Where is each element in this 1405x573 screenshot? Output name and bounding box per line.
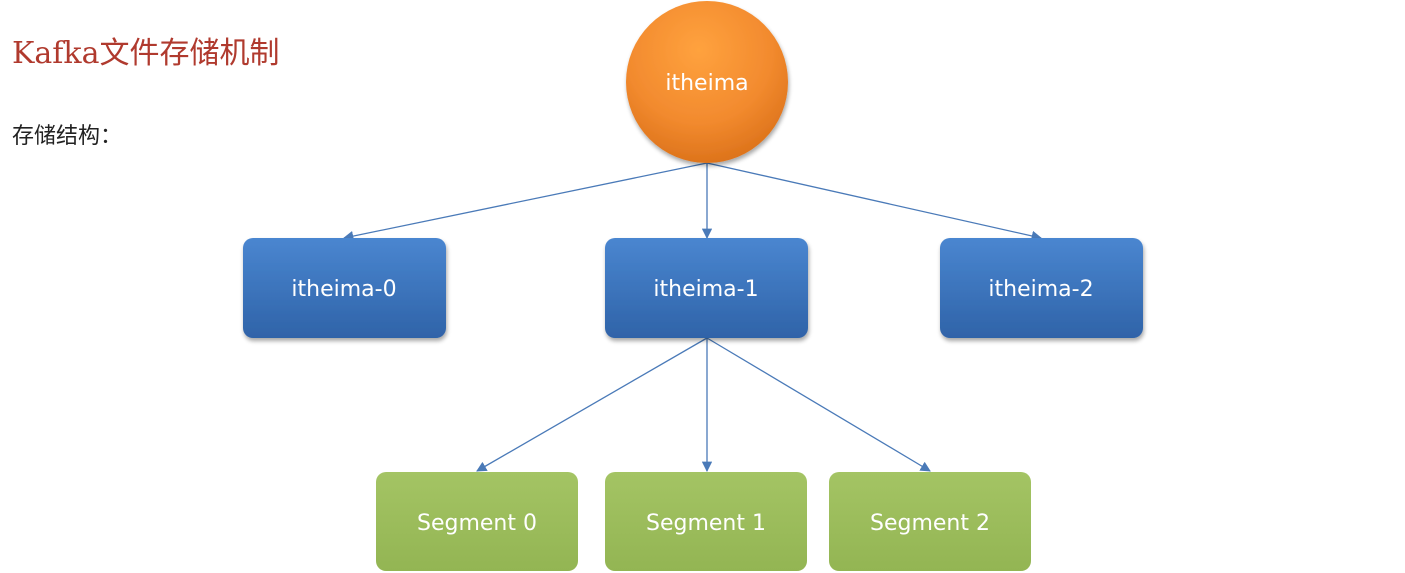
segment-node-1-label: Segment 1 <box>646 511 766 536</box>
topic-node: itheima <box>626 1 788 163</box>
segment-node-0-label: Segment 0 <box>417 511 537 536</box>
edge-topic-partition-0 <box>342 162 708 242</box>
partition-node-0: itheima-0 <box>243 238 446 338</box>
partition-node-1-label: itheima-1 <box>653 277 758 302</box>
edge-partition1-segment-2 <box>706 337 931 472</box>
partition-node-1: itheima-1 <box>605 238 808 338</box>
segment-node-0: Segment 0 <box>376 472 578 571</box>
section-label: 存储结构： <box>12 124 123 149</box>
topic-node-label: itheima <box>665 71 748 96</box>
edge-topic-partition-2 <box>706 162 1043 242</box>
edges-topic-to-partitions <box>342 162 1043 242</box>
partition-node-2: itheima-2 <box>940 238 1143 338</box>
page-title: Kafka文件存储机制 <box>12 36 280 71</box>
partition-node-0-label: itheima-0 <box>291 277 396 302</box>
segment-node-1: Segment 1 <box>605 472 807 571</box>
segment-node-2: Segment 2 <box>829 472 1031 571</box>
edge-partition1-segment-0 <box>476 337 708 472</box>
segment-node-2-label: Segment 2 <box>870 511 990 536</box>
edges-partition-to-segments <box>476 337 931 473</box>
partition-node-2-label: itheima-2 <box>988 277 1093 302</box>
